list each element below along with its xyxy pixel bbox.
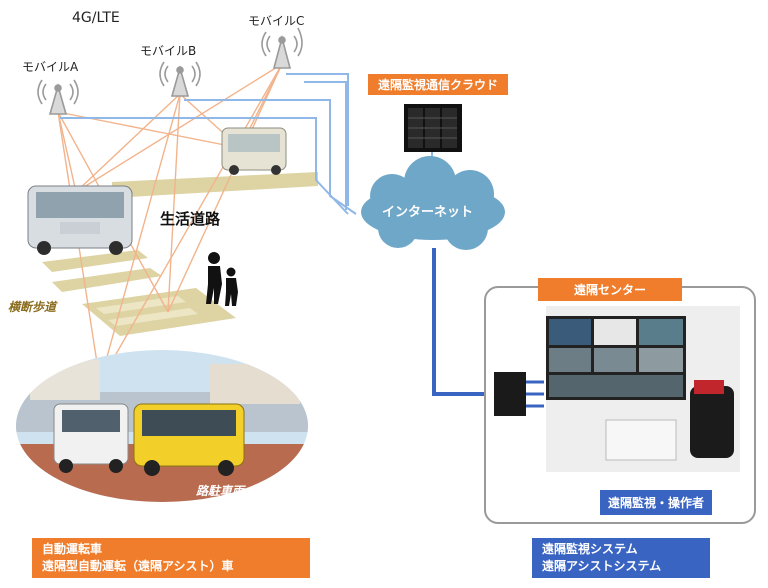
road-area (42, 172, 318, 336)
antenna-icon (37, 79, 79, 115)
parked-vehicle-label: 路駐車両 (196, 484, 245, 498)
system-caption: 遠隔監視システム 遠隔アシストシステム (532, 538, 710, 578)
center-title-tag: 遠隔センター (538, 278, 683, 301)
cloud-icon (361, 156, 505, 250)
mobile-c-label: モバイルC (248, 14, 305, 28)
center-link (432, 248, 494, 396)
mobile-b-label: モバイルB (140, 44, 197, 58)
street-photo (16, 350, 308, 502)
operator-tag: 遠隔監視・操作者 (600, 490, 713, 515)
antenna-icon (159, 61, 201, 97)
vehicle-caption-line1: 自動運転車 (42, 542, 103, 556)
crosswalk-label: 横断歩道 (8, 300, 57, 314)
internet-label: インターネット (382, 205, 474, 220)
pedestrian-icon (206, 252, 238, 306)
system-caption-line2: 遠隔アシストシステム (542, 559, 662, 573)
road-label: 生活道路 (160, 210, 221, 228)
cloud-tag: 遠隔監視通信クラウド (368, 74, 509, 95)
vehicle-caption: 自動運転車 遠隔型自動運転（遠隔アシスト）車 (32, 538, 310, 578)
network-label: 4G/LTE (72, 10, 120, 26)
antenna-icon (261, 27, 303, 69)
vehicle-caption-line2: 遠隔型自動運転（遠隔アシスト）車 (42, 559, 234, 573)
server-icon (404, 104, 462, 152)
mobile-a-label: モバイルA (22, 60, 79, 74)
vehicle-far-icon (221, 127, 287, 175)
vehicle-near-icon (27, 185, 133, 255)
system-caption-line1: 遠隔監視システム (542, 542, 638, 556)
